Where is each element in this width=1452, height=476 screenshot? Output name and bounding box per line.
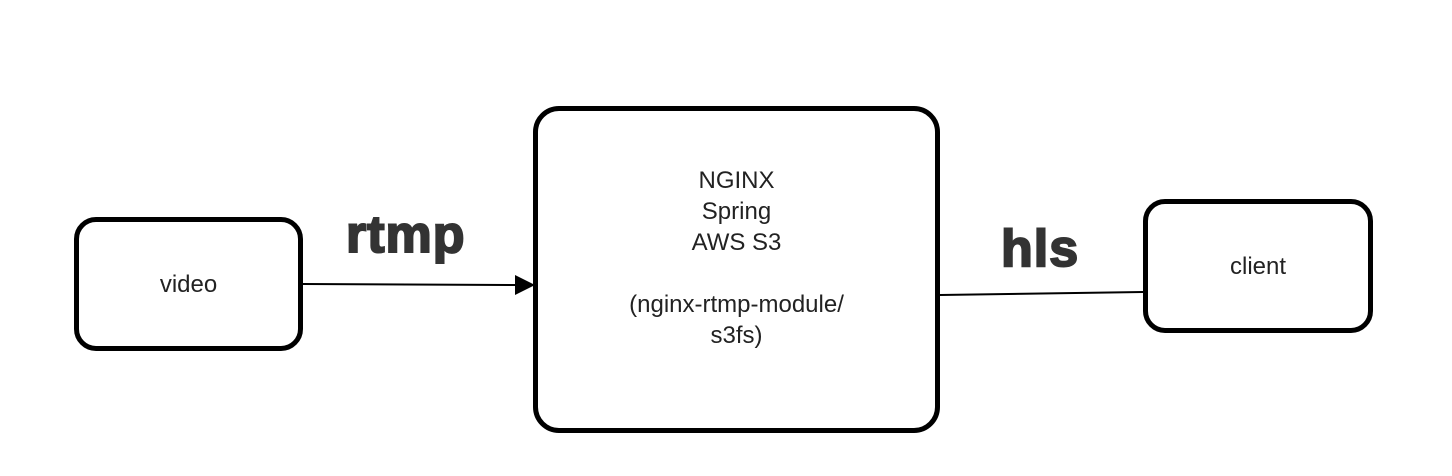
server-line-aws-s3: AWS S3 — [691, 228, 782, 256]
server-line-nginx: NGINX — [698, 166, 775, 194]
video-node-label: video — [159, 270, 218, 298]
server-node-text: NGINX Spring AWS S3 (nginx-rtmp-module/ … — [629, 165, 844, 351]
rtmp-edge-label: rtmp — [345, 205, 466, 265]
hls-edge-label: hls — [1000, 219, 1080, 279]
client-node-label: client — [1229, 252, 1287, 280]
rtmp-connector-line — [302, 283, 517, 286]
rtmp-arrowhead-icon — [515, 275, 535, 295]
server-note-line-1: (nginx-rtmp-module/ — [629, 290, 844, 318]
client-node: client — [1143, 199, 1373, 333]
server-note-line-2: s3fs) — [710, 321, 763, 349]
hls-connector-line — [939, 291, 1144, 296]
video-node: video — [74, 217, 303, 351]
server-line-spring: Spring — [701, 197, 772, 225]
server-node: NGINX Spring AWS S3 (nginx-rtmp-module/ … — [533, 106, 940, 433]
